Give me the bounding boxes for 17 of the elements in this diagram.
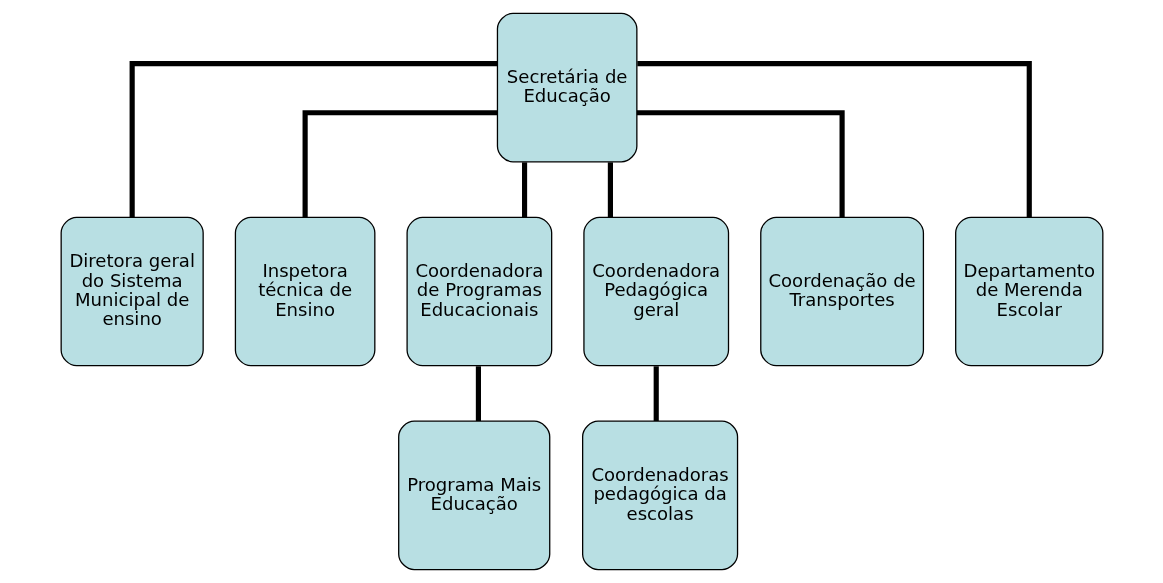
node-box: Inspetora técnica de Ensino — [234, 216, 375, 367]
connector — [521, 162, 527, 218]
connector — [636, 61, 1032, 217]
connector — [129, 61, 497, 217]
node-box: Diretora geral do Sistema Municipal de ensino — [60, 216, 204, 367]
connector — [607, 162, 613, 218]
connector — [302, 110, 497, 218]
connector — [475, 366, 481, 421]
node-box: Coordenadora de Programas Educacionais — [405, 216, 552, 367]
node-box: Secretária de Educação — [496, 12, 637, 163]
connector — [636, 110, 845, 218]
connector — [653, 366, 659, 421]
node-box: Coordenadoras pedagógica da escolas — [581, 420, 738, 571]
node-box: Programa Mais Educação — [397, 420, 550, 571]
node-box: Coordenadora Pedagógica geral — [582, 216, 729, 367]
node-box: Coordenação de Transportes — [759, 216, 924, 367]
node-box: Departamento de Merenda Escolar — [954, 216, 1103, 367]
